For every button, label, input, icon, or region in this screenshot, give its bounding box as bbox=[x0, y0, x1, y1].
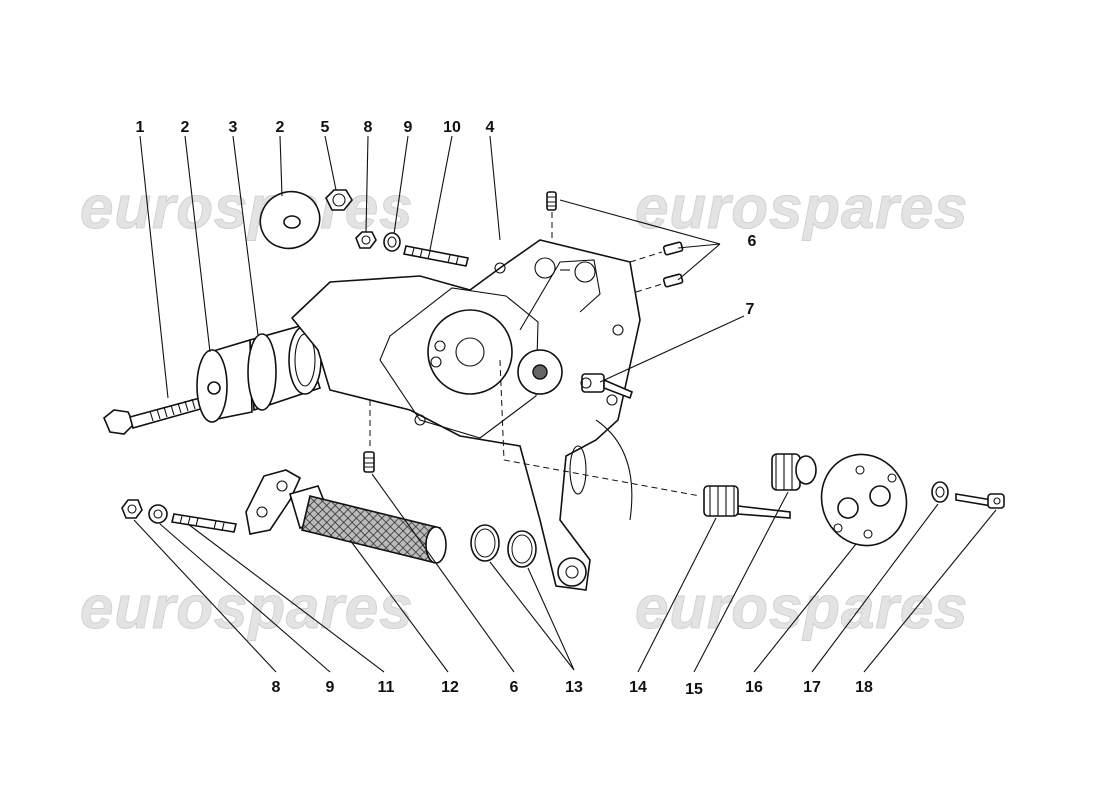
leader-lines bbox=[133, 135, 997, 673]
watermark-text: eurospares bbox=[635, 174, 969, 241]
callout-4: 4 bbox=[486, 119, 495, 136]
parts bbox=[103, 189, 1005, 591]
part-nut-8-bottom bbox=[121, 499, 143, 519]
part-grub-screws-6 bbox=[546, 191, 684, 288]
callout-15: 15 bbox=[685, 681, 703, 698]
callout-10: 10 bbox=[443, 119, 461, 136]
part-washer-9-top bbox=[383, 232, 401, 252]
part-washer-disc-2 bbox=[259, 190, 321, 250]
callout-8: 8 bbox=[364, 119, 373, 136]
callout-9-bottom: 9 bbox=[326, 679, 335, 696]
part-fitting-7 bbox=[580, 373, 633, 400]
part-drive-gear-14 bbox=[703, 485, 791, 519]
callout-12: 12 bbox=[441, 679, 459, 696]
watermark-text: eurospares bbox=[80, 574, 414, 641]
part-strainer-12 bbox=[245, 469, 447, 564]
callout-5: 5 bbox=[321, 119, 330, 136]
part-stud-11 bbox=[171, 513, 237, 533]
watermark-text: eurospares bbox=[635, 574, 969, 641]
part-washer-17 bbox=[931, 481, 949, 503]
assembly-lines bbox=[369, 212, 701, 497]
part-nut-8-top bbox=[355, 231, 377, 249]
watermark-text: eurospares bbox=[80, 174, 414, 241]
callout-18: 18 bbox=[855, 679, 873, 696]
part-screw-18 bbox=[955, 493, 1005, 509]
callout-3: 3 bbox=[229, 119, 238, 136]
callout-2: 2 bbox=[181, 119, 190, 136]
callout-2b: 2 bbox=[276, 119, 285, 136]
part-rubber-mount-2 bbox=[196, 338, 253, 423]
callout-14: 14 bbox=[629, 679, 647, 696]
part-nut-5 bbox=[325, 189, 353, 211]
callout-6-right: 6 bbox=[748, 233, 757, 250]
part-o-rings-13 bbox=[470, 524, 537, 568]
watermarks: eurospares eurospares eurospares eurospa… bbox=[80, 174, 969, 642]
callout-1: 1 bbox=[136, 119, 145, 136]
part-grub-screw-6-lower bbox=[363, 451, 375, 473]
callout-17: 17 bbox=[803, 679, 821, 696]
part-bolt-1 bbox=[103, 397, 206, 435]
callout-7: 7 bbox=[746, 301, 755, 318]
callouts: 1 2 3 2 5 8 9 10 4 6 7 8 9 11 12 6 13 14… bbox=[136, 119, 873, 698]
callout-13: 13 bbox=[565, 679, 583, 696]
part-stud-10 bbox=[403, 245, 469, 267]
callout-8-bottom: 8 bbox=[272, 679, 281, 696]
callout-16: 16 bbox=[745, 679, 763, 696]
part-cover-plate-16 bbox=[820, 453, 908, 547]
callout-11: 11 bbox=[378, 679, 395, 696]
part-washer-9-bottom bbox=[148, 504, 168, 524]
part-idler-gear-15 bbox=[771, 453, 817, 491]
callout-9: 9 bbox=[404, 119, 413, 136]
callout-6-bottom: 6 bbox=[510, 679, 519, 696]
part-pump-housing bbox=[290, 239, 641, 591]
